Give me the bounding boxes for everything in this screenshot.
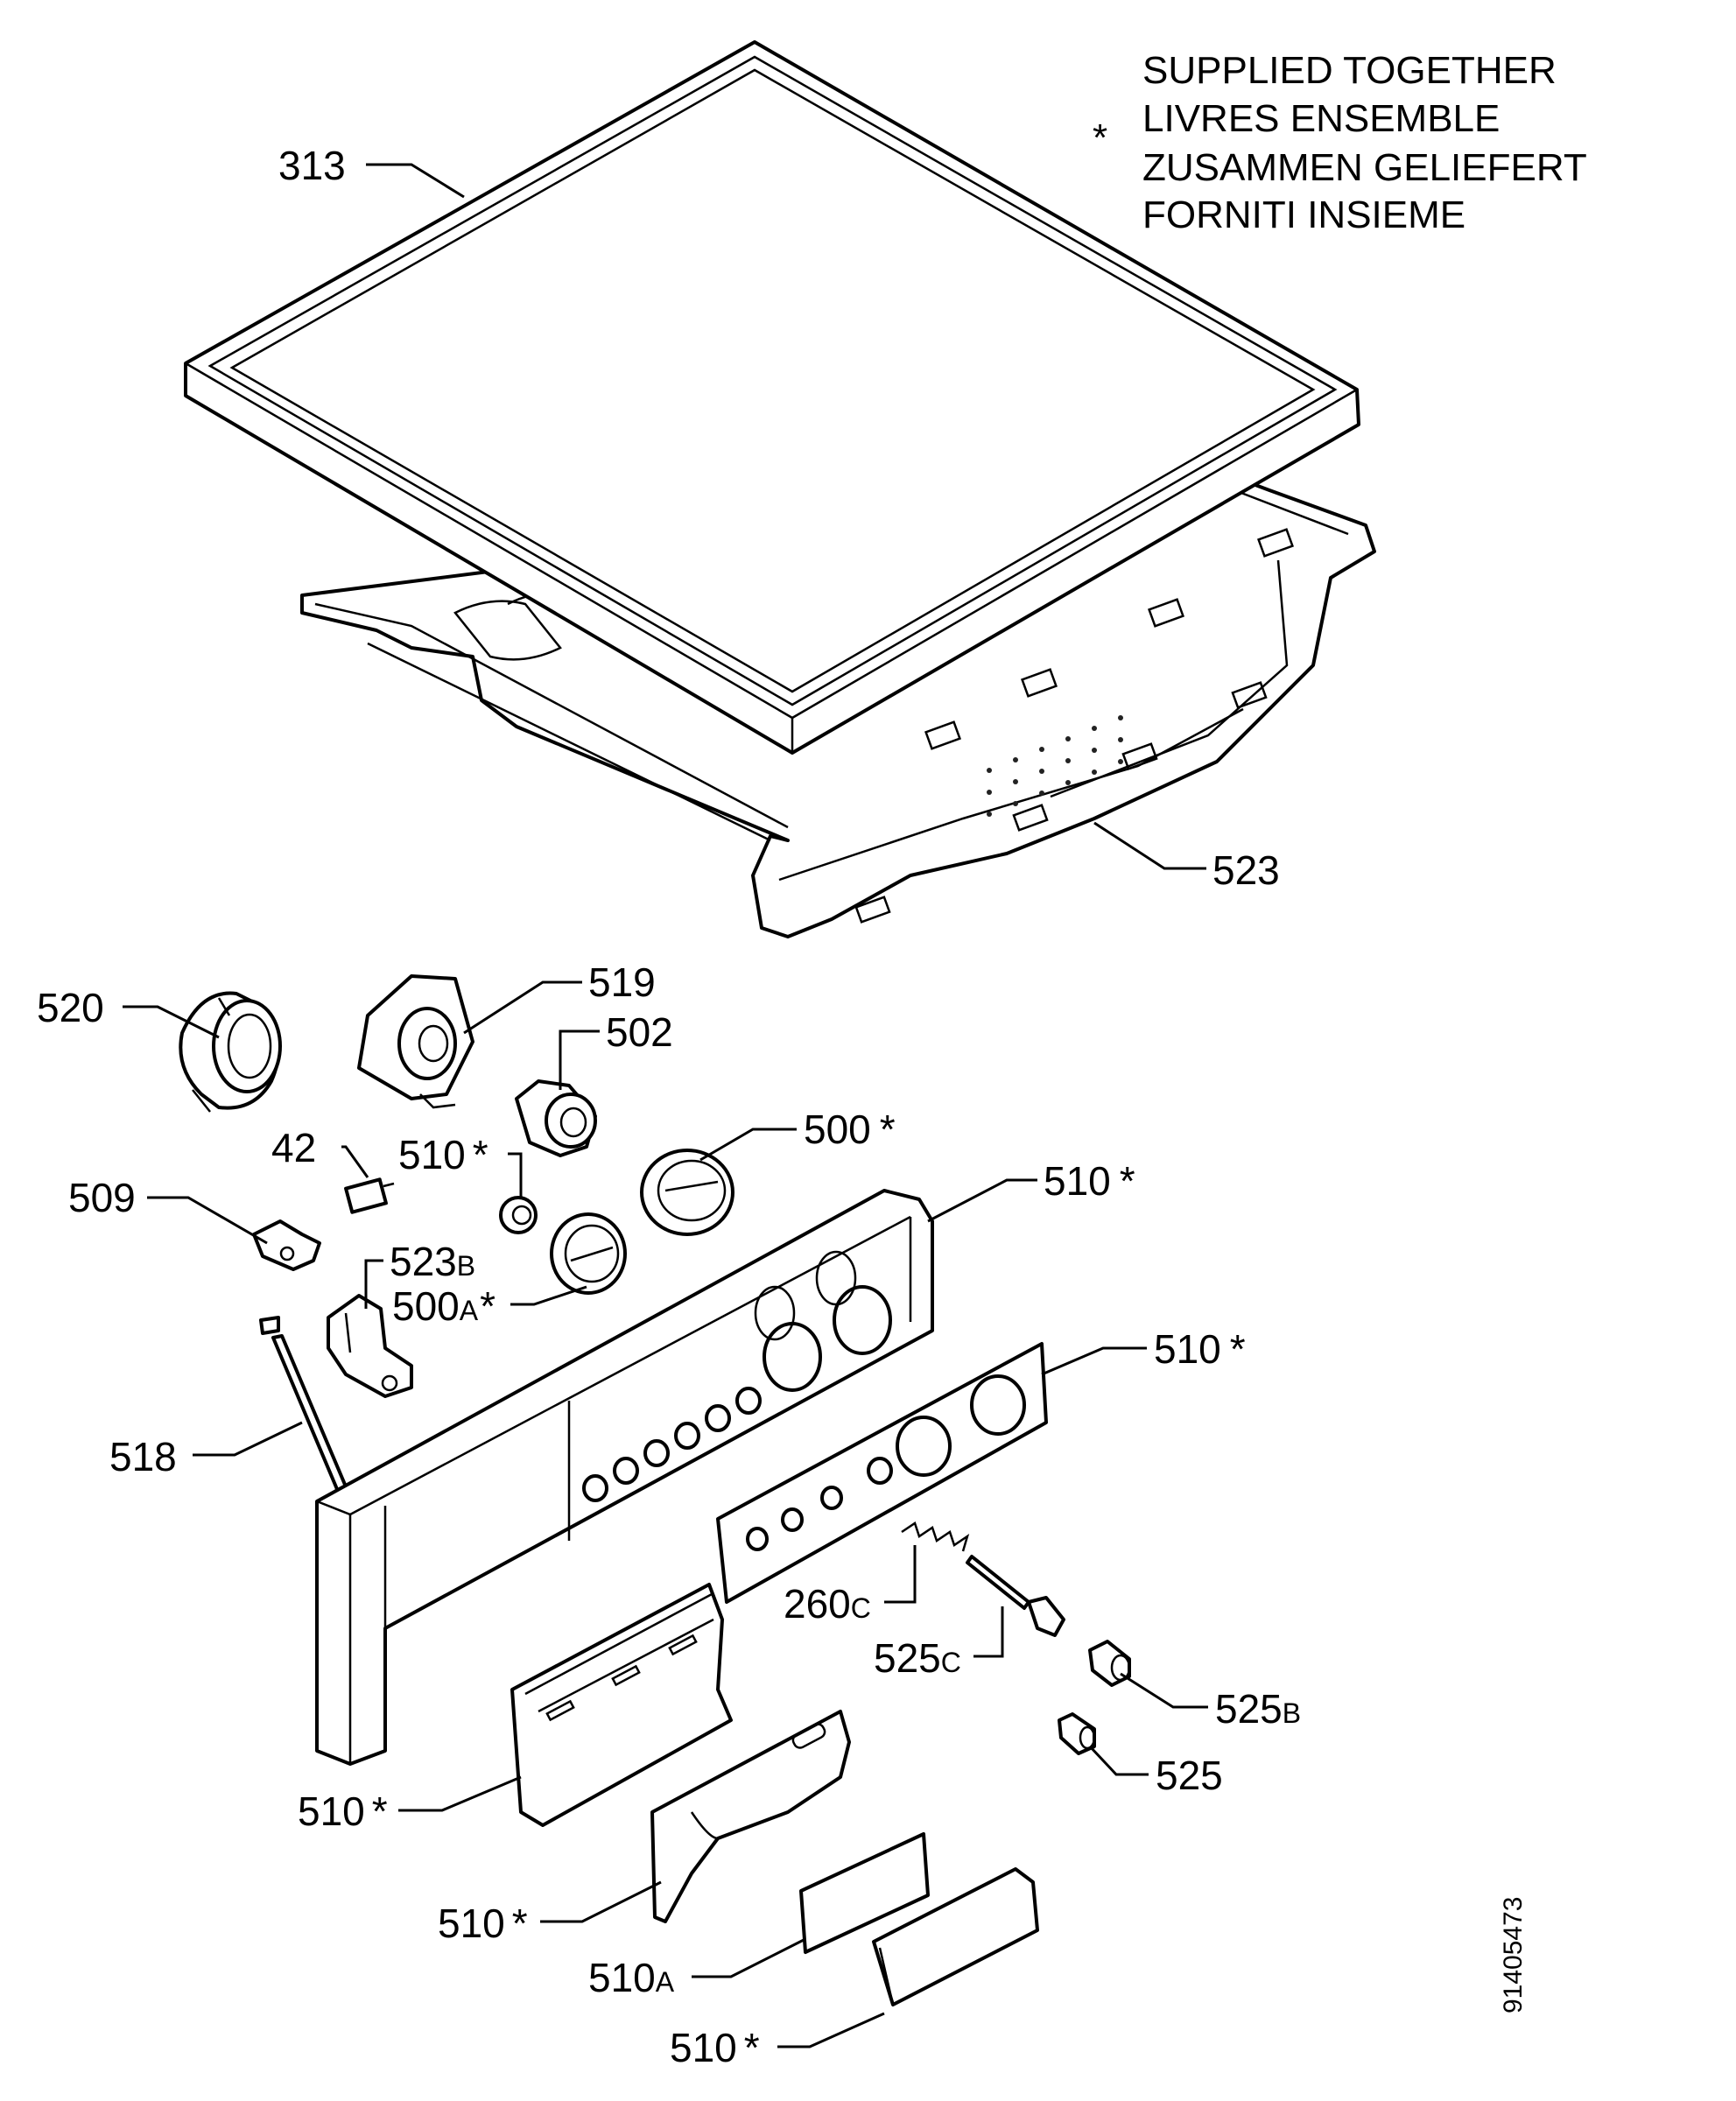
part-509-lever <box>252 1219 321 1271</box>
label-500a-suffix: A <box>460 1295 479 1326</box>
part-525b-button-cap <box>1088 1640 1131 1687</box>
part-510-drawer-handle <box>650 1710 851 1923</box>
part-510-drawer-front <box>510 1583 733 1827</box>
part-510-drawer-cap <box>872 1867 1039 2006</box>
label-510-handle-number: 510 <box>438 1901 505 1946</box>
part-labels: 313 523 520 519 502 500* 42 510* 509 510… <box>37 143 1301 2070</box>
label-510a-suffix: A <box>656 1966 675 1998</box>
label-525: 525 <box>1156 1753 1223 1798</box>
part-520-drum-light-holder <box>179 991 282 1113</box>
label-510-frame-number: 510 <box>1044 1158 1111 1204</box>
label-510-drawer-star: * <box>372 1788 388 1834</box>
label-523b-suffix: B <box>457 1250 475 1282</box>
label-525b-suffix: B <box>1283 1697 1301 1729</box>
legend-asterisk: * <box>1093 116 1107 159</box>
label-500-star: * <box>880 1107 896 1152</box>
label-523b: 523B <box>390 1239 475 1284</box>
part-510-knob-spacer <box>499 1196 538 1234</box>
part-510-control-panel-frame <box>315 1189 934 1766</box>
label-510-cap-number: 510 <box>670 2025 737 2070</box>
label-260c-number: 260 <box>784 1581 851 1627</box>
label-510-drawer-number: 510 <box>298 1788 365 1834</box>
label-510-knob-star: * <box>473 1132 488 1177</box>
label-510-insert: 510* <box>1154 1326 1246 1372</box>
label-525c: 525C <box>874 1635 961 1681</box>
part-260c-spring <box>901 1521 970 1552</box>
label-510-knob-number: 510 <box>398 1132 466 1177</box>
tray-vent-holes <box>987 715 1123 817</box>
drawing-number: 91405473 <box>1499 1897 1528 2013</box>
label-519: 519 <box>588 959 656 1005</box>
label-260c: 260C <box>784 1581 871 1627</box>
label-523b-number: 523 <box>390 1239 457 1284</box>
label-525c-suffix: C <box>941 1647 961 1678</box>
label-510-handle: 510* <box>438 1901 528 1946</box>
label-500-number: 500 <box>804 1107 871 1152</box>
label-313: 313 <box>278 143 346 188</box>
label-510a: 510A <box>588 1955 675 2000</box>
label-510-insert-star: * <box>1230 1326 1246 1372</box>
legend-line-1: SUPPLIED TOGETHER <box>1142 49 1557 92</box>
part-502-knob-adapter <box>515 1079 597 1157</box>
legend-line-4: FORNITI INSIEME <box>1142 193 1465 236</box>
label-510-insert-number: 510 <box>1154 1326 1221 1372</box>
part-525-button <box>1058 1712 1096 1755</box>
label-260c-suffix: C <box>851 1592 871 1624</box>
label-525b: 525B <box>1215 1686 1301 1732</box>
label-42: 42 <box>271 1125 316 1170</box>
label-500a-star: * <box>480 1283 495 1329</box>
legend-line-3: ZUSAMMEN GELIEFERT <box>1142 146 1587 189</box>
label-510-frame-star: * <box>1120 1158 1135 1204</box>
part-313-top-lid <box>184 40 1360 755</box>
label-500a-number: 500 <box>392 1283 460 1329</box>
legend: * SUPPLIED TOGETHER LIVRES ENSEMBLE ZUSA… <box>1093 49 1587 236</box>
label-500a: 500A* <box>392 1283 495 1329</box>
label-525b-number: 525 <box>1215 1686 1283 1732</box>
part-42-switch <box>344 1177 395 1214</box>
leader-lines <box>123 163 1208 2048</box>
label-510-cap: 510* <box>670 2025 760 2070</box>
part-500a-control-knob <box>550 1212 627 1295</box>
label-510-cap-star: * <box>744 2025 760 2070</box>
label-510-drawer: 510* <box>298 1788 388 1834</box>
label-510-frame: 510* <box>1044 1158 1135 1204</box>
label-518: 518 <box>109 1434 177 1479</box>
legend-line-2: LIVRES ENSEMBLE <box>1142 97 1500 140</box>
label-502: 502 <box>606 1009 673 1055</box>
label-523: 523 <box>1212 847 1280 893</box>
label-500: 500* <box>804 1107 896 1152</box>
label-509: 509 <box>68 1175 136 1220</box>
label-510-handle-star: * <box>512 1901 528 1946</box>
part-510-panel-insert <box>716 1342 1048 1604</box>
label-510a-number: 510 <box>588 1955 656 2000</box>
part-525c-push-rod <box>966 1555 1065 1637</box>
label-525c-number: 525 <box>874 1635 941 1681</box>
part-500-control-knob <box>640 1149 734 1236</box>
label-520: 520 <box>37 985 104 1030</box>
part-523b-latch-mechanism <box>327 1294 413 1398</box>
part-519-lamp-socket <box>357 974 474 1109</box>
part-510a-label-plate <box>799 1832 930 1954</box>
label-510-knob: 510* <box>398 1132 488 1177</box>
